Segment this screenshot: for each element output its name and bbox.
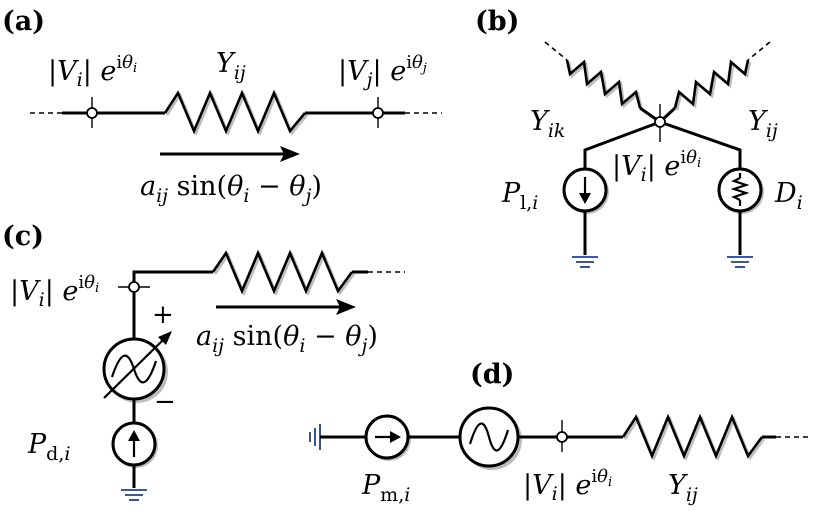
plus-sign: + <box>152 300 174 330</box>
admittance-yik-resistor <box>565 59 642 109</box>
bus-i-node <box>86 107 98 119</box>
panel-d: (d) Pm,i |Vi| eiθi Yij <box>309 359 812 506</box>
damping-branch-wire <box>659 120 742 168</box>
panel-c-label: (c) <box>2 221 44 252</box>
adjust-arrow-icon <box>103 339 164 399</box>
admittance-yik-label: Yik <box>530 106 565 142</box>
voltage-vi-label: |Vi| eiθi <box>48 52 137 91</box>
power-label-c: Pd,i <box>27 429 70 465</box>
voltage-vj-label: |Vj| eiθj <box>338 52 427 91</box>
bus-i-node-c <box>128 281 140 293</box>
panel-b-label: (b) <box>475 6 519 37</box>
resistor-icon <box>730 177 750 201</box>
right-arrow-icon <box>390 431 401 443</box>
damping-label: Di <box>774 178 803 214</box>
ground-icon <box>726 256 754 268</box>
line-resistor-c <box>211 249 354 295</box>
admittance-yij-label: Yij <box>216 48 246 84</box>
voltage-vi-label-d: |Vi| eiθi <box>523 466 612 505</box>
panel-b: (b) Yik Yij |Vi| eiθi Pl,i <box>475 6 803 268</box>
minus-sign: − <box>154 387 176 417</box>
panel-a-label: (a) <box>2 6 45 37</box>
admittance-yij-resistor <box>163 89 306 135</box>
flow-arrowhead <box>280 146 300 162</box>
panel-c: (c) |Vi| eiθi + − aij sin(θi − θj) Pd,i <box>2 221 405 501</box>
flow-arrowhead-c <box>336 299 356 315</box>
ground-icon <box>571 256 599 268</box>
voltage-vi-label-c: |Vi| eiθi <box>10 272 99 311</box>
admittance-yij-label-d: Yij <box>668 470 698 506</box>
bus-i-node-d <box>556 431 568 443</box>
up-arrow-icon <box>128 430 140 441</box>
ground-icon <box>120 489 148 501</box>
panel-c-top-wire <box>132 270 213 287</box>
panel-d-label: (d) <box>470 359 514 390</box>
load-power-label: Pl,i <box>501 178 538 214</box>
admittance-yij-resistor-d <box>621 413 764 460</box>
mechanical-power-label: Pm,i <box>361 470 410 506</box>
down-arrow-icon <box>579 193 591 204</box>
bus-i-node-b <box>654 116 666 128</box>
bus-j-node <box>372 107 384 119</box>
sine-wave-icon <box>468 422 510 452</box>
load-branch-wire <box>583 120 661 168</box>
flow-label-c: aij sin(θi − θj) <box>196 321 378 357</box>
panel-a: (a) |Vi| eiθi |Vj| eiθj Yij aij sin(θi −… <box>2 6 442 207</box>
flow-label: aij sin(θi − θj) <box>140 171 322 207</box>
admittance-yij-resistor-b <box>673 59 750 109</box>
ground-icon <box>309 424 321 450</box>
voltage-vi-label-b: |Vi| eiθi <box>612 147 701 186</box>
admittance-yij-label-b: Yij <box>748 106 778 142</box>
